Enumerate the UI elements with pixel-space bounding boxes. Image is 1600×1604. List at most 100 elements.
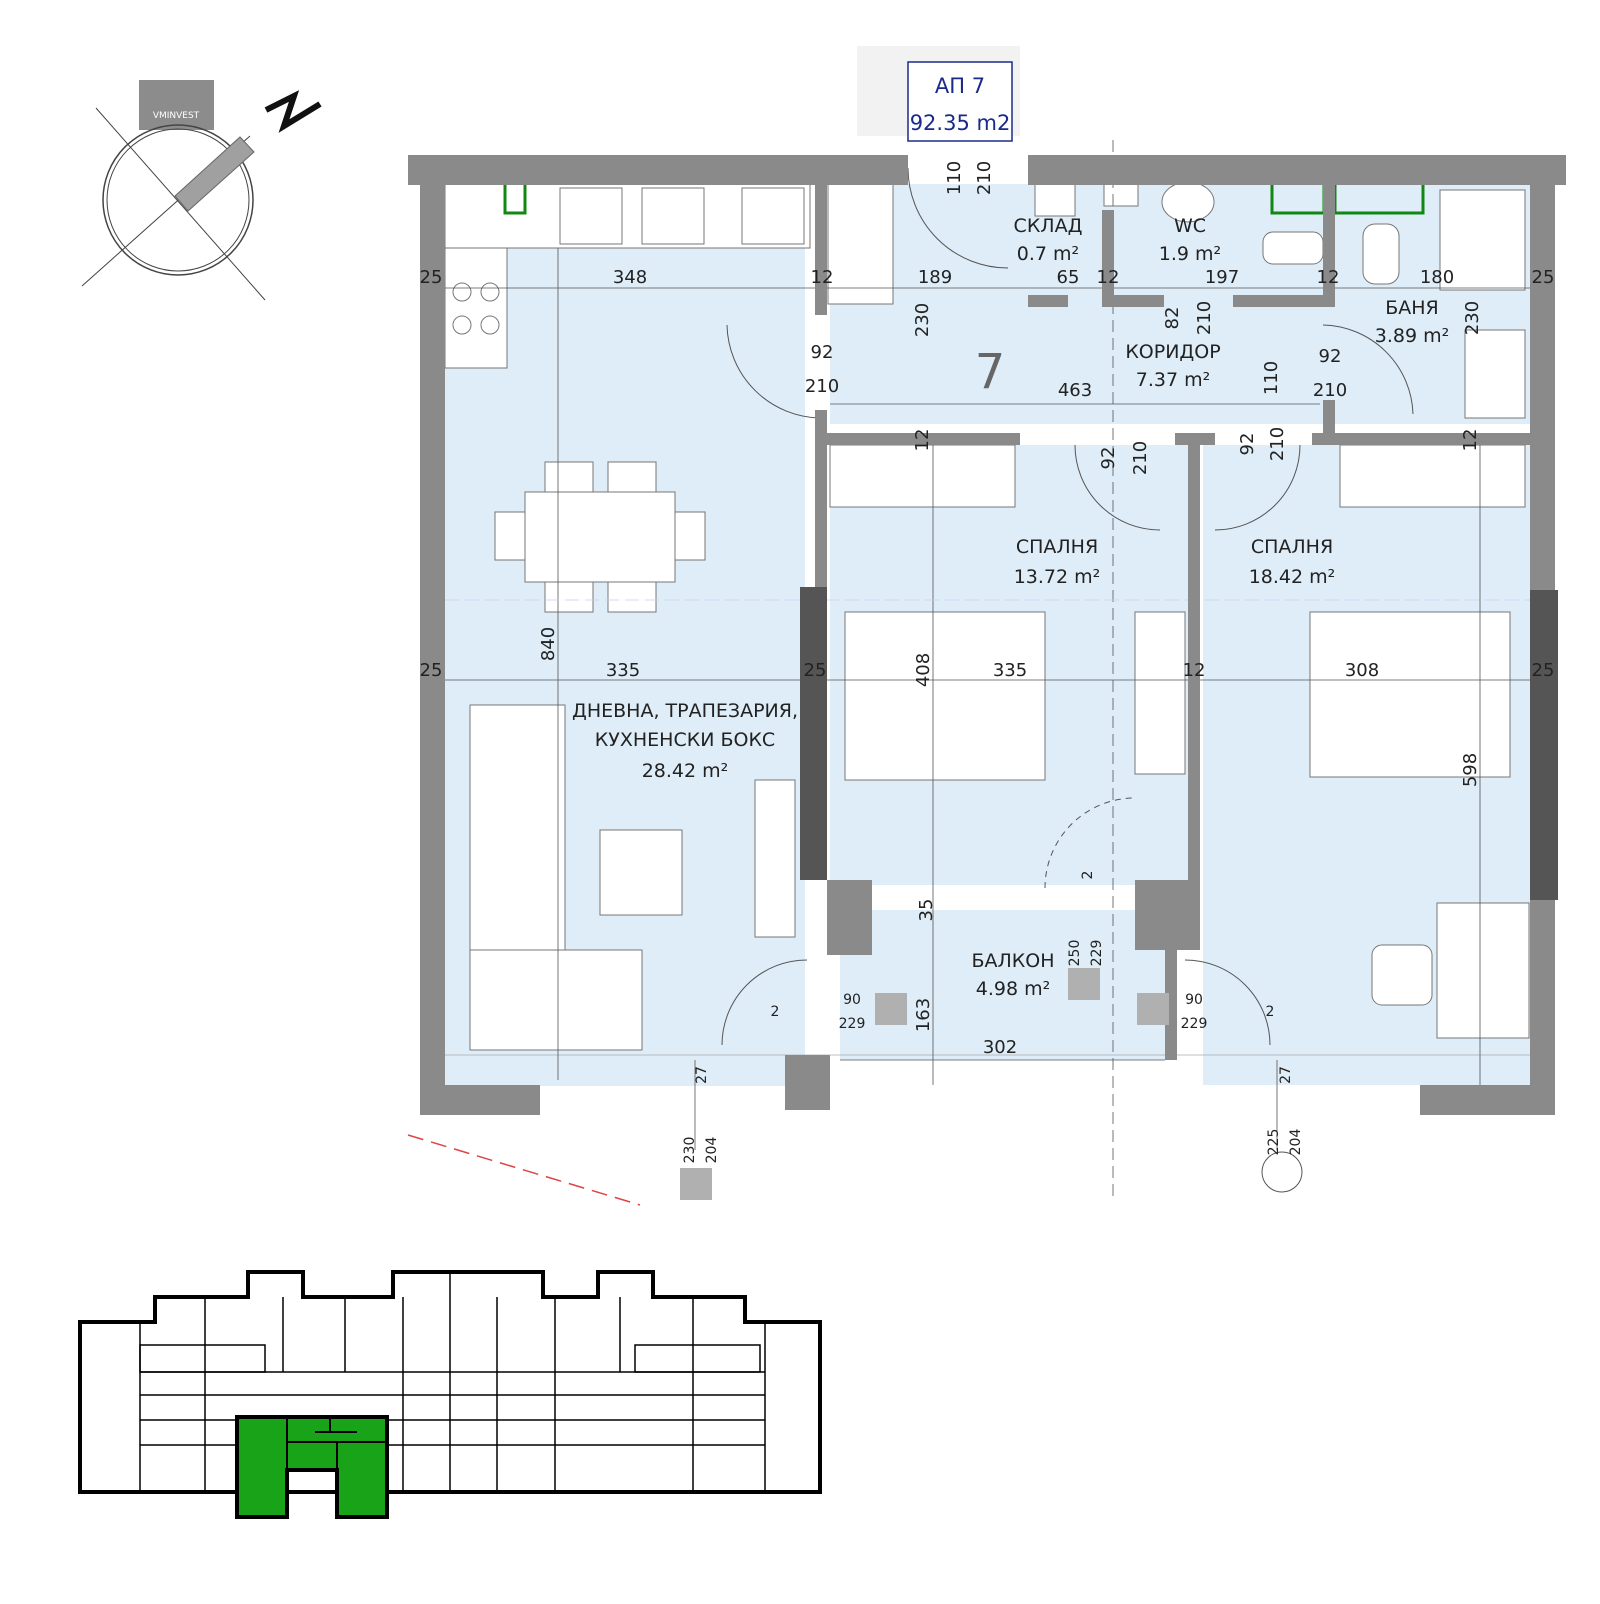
storage-shelf bbox=[827, 183, 894, 305]
toilet-wc bbox=[1262, 231, 1324, 265]
bedroom1-door-swing bbox=[1074, 444, 1161, 531]
compass-circle bbox=[102, 124, 254, 276]
dim-label: 189 bbox=[918, 267, 952, 288]
wardrobe-bedroom2 bbox=[1339, 444, 1526, 508]
dim-label: 302 bbox=[983, 1037, 1017, 1058]
dim-label: 210 bbox=[1267, 427, 1288, 461]
dim-label: 12 bbox=[1317, 267, 1340, 288]
apartment-number: 7 bbox=[975, 344, 1006, 400]
dim-label: 90 bbox=[843, 992, 861, 1008]
dim-label: 229 bbox=[839, 1016, 866, 1032]
fixtures bbox=[444, 169, 1530, 1051]
dim-label: 210 bbox=[805, 376, 839, 397]
dim-label: 408 bbox=[913, 653, 934, 687]
dim-label: 463 bbox=[1058, 380, 1092, 401]
dim-label: 35 bbox=[916, 899, 937, 922]
dim-label: 110 bbox=[944, 161, 965, 195]
compass-inner-circle bbox=[106, 128, 250, 272]
dim-label: 163 bbox=[913, 998, 934, 1032]
bathtub-area bbox=[1439, 189, 1526, 291]
bath-washbasin bbox=[1464, 329, 1526, 419]
balcony-fill bbox=[840, 910, 1165, 1060]
bedroom2-balcony-door-swing bbox=[1184, 959, 1271, 1046]
wall-top-right bbox=[1028, 155, 1566, 185]
cooktop-icon bbox=[741, 187, 805, 245]
wc-name: WC bbox=[1174, 215, 1206, 237]
dim-label: 180 bbox=[1420, 267, 1454, 288]
dim-label: 250 bbox=[1067, 940, 1083, 967]
storage-name: СКЛАД bbox=[1014, 215, 1083, 237]
apartment-area: 92.35 m2 bbox=[910, 111, 1011, 135]
balcony-name: БАЛКОН bbox=[971, 950, 1054, 972]
dim-label: 229 bbox=[1181, 1016, 1208, 1032]
apartment-badge: АП 7 92.35 m2 bbox=[857, 46, 1020, 142]
dishwasher-icon bbox=[641, 187, 705, 245]
dimension-labels: 25 348 12 189 65 12 197 12 180 25 25 335… bbox=[420, 161, 1555, 1164]
living-area: 28.42 m² bbox=[642, 760, 729, 782]
corridor-name: КОРИДОР bbox=[1125, 341, 1220, 363]
dim-label: 598 bbox=[1460, 753, 1481, 787]
wc-area: 1.9 m² bbox=[1159, 243, 1221, 265]
logo-text: VMINVEST bbox=[153, 111, 200, 121]
dim-label: 27 bbox=[1278, 1066, 1294, 1084]
dim-label: 90 bbox=[1185, 992, 1203, 1008]
bedroom1-area: 13.72 m² bbox=[1014, 566, 1101, 588]
dim-label: 2 bbox=[1266, 1004, 1275, 1020]
dim-label: 230 bbox=[912, 303, 933, 337]
property-line bbox=[407, 1134, 641, 1206]
north-letter-icon bbox=[264, 90, 322, 133]
dim-label: 25 bbox=[804, 660, 827, 681]
compass: VMINVEST bbox=[81, 80, 322, 301]
storage-area: 0.7 m² bbox=[1017, 243, 1079, 265]
bedroom1-name: СПАЛНЯ bbox=[1016, 536, 1098, 558]
north-arrow-icon bbox=[174, 136, 255, 212]
dim-label: 92 bbox=[1098, 447, 1119, 470]
wardrobe-bedroom1 bbox=[829, 444, 1016, 508]
living-name-line2: КУХНЕНСКИ БОКС bbox=[595, 729, 775, 751]
living-name-line1: ДНЕВНА, ТРАПЕЗАРИЯ, bbox=[572, 700, 798, 722]
dim-label: 210 bbox=[1313, 380, 1347, 401]
dim-label: 25 bbox=[420, 267, 443, 288]
corridor-fill bbox=[830, 184, 1530, 424]
dim-label: 335 bbox=[993, 660, 1027, 681]
bed-bedroom1 bbox=[844, 611, 1046, 781]
stove-icon bbox=[444, 247, 508, 369]
dim-label: 230 bbox=[682, 1137, 698, 1164]
balcony-door-swing bbox=[1044, 797, 1136, 889]
dim-label: 65 bbox=[1057, 267, 1080, 288]
bedroom2-name: СПАЛНЯ bbox=[1251, 536, 1333, 558]
logo-badge bbox=[139, 80, 214, 130]
key-plan-highlighted-unit bbox=[235, 1415, 389, 1519]
bath-name: БАНЯ bbox=[1385, 297, 1439, 319]
bedroom2-area: 18.42 m² bbox=[1249, 566, 1336, 588]
dim-label: 840 bbox=[538, 627, 559, 661]
dim-label: 2 bbox=[1080, 871, 1096, 880]
dim-label: 12 bbox=[1097, 267, 1120, 288]
door-swings bbox=[721, 167, 1414, 1046]
dim-label: 110 bbox=[1261, 361, 1282, 395]
entrance-door-swing bbox=[907, 167, 1009, 269]
dim-label: 82 bbox=[1162, 307, 1183, 330]
dim-label: 12 bbox=[1183, 660, 1206, 681]
dim-label: 92 bbox=[1319, 346, 1342, 367]
dim-label: 204 bbox=[704, 1137, 720, 1164]
bath-door-swing bbox=[1322, 324, 1414, 415]
dim-label: 25 bbox=[1532, 660, 1555, 681]
dim-label: 348 bbox=[613, 267, 647, 288]
bedroom2-door-swing bbox=[1214, 444, 1301, 531]
dim-label: 210 bbox=[1130, 441, 1151, 475]
dim-label: 92 bbox=[811, 342, 834, 363]
dim-label: 204 bbox=[1288, 1129, 1304, 1156]
dim-label: 25 bbox=[1532, 267, 1555, 288]
dim-label: 12 bbox=[912, 429, 933, 452]
tv-unit bbox=[754, 779, 796, 938]
dim-label: 229 bbox=[1089, 940, 1105, 967]
balcony-area: 4.98 m² bbox=[976, 978, 1050, 1000]
bath-area: 3.89 m² bbox=[1375, 325, 1449, 347]
dim-label: 27 bbox=[694, 1066, 710, 1084]
wall-top-left bbox=[408, 155, 908, 185]
toilet-bath bbox=[1362, 223, 1400, 285]
nightstand bbox=[1134, 611, 1186, 775]
